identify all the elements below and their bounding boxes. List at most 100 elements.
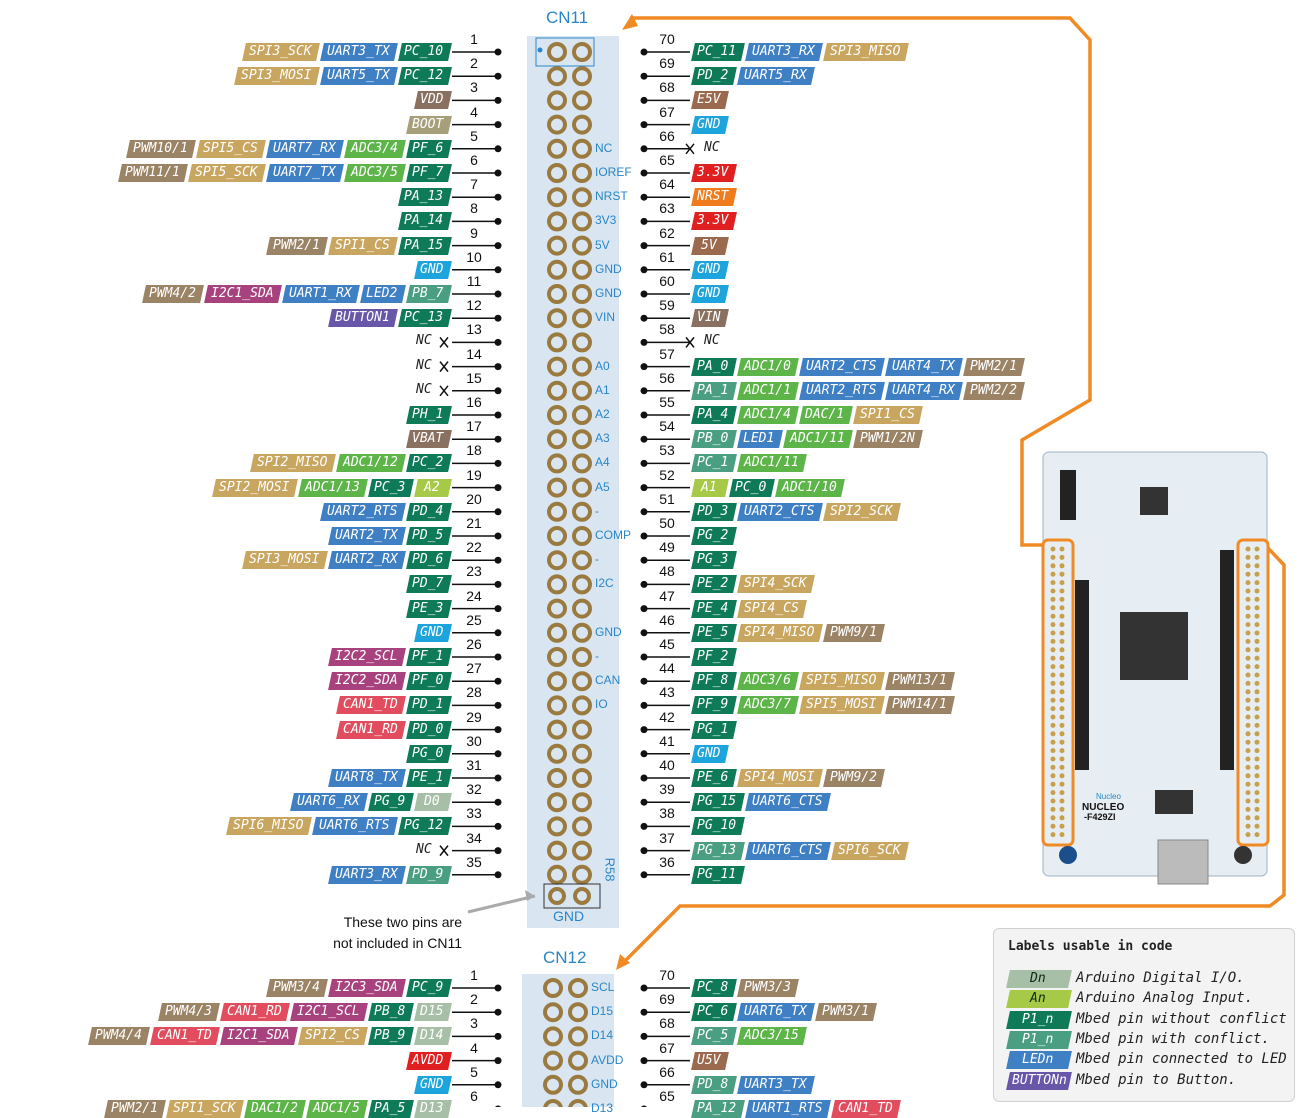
cn12-pin-number-left: 3: [470, 1015, 478, 1032]
cn12-silkscreen-label: D15: [591, 1004, 614, 1019]
cn12-silkscreen-label: SCL: [591, 980, 615, 994]
cn11-right-label: PWM13/1: [885, 672, 955, 691]
cn11-pad-left: [547, 598, 567, 619]
cn12-silkscreen-label: AVDD: [591, 1052, 624, 1067]
cn11-pin-number-right: 49: [659, 539, 675, 556]
cn11-pad-right: [572, 816, 592, 837]
cn11-right-label: ADC1/10: [775, 478, 845, 497]
board-pin: [1245, 764, 1251, 770]
cn12-header-strip: [522, 974, 614, 1107]
board-name: NUCLEO: [1082, 802, 1125, 813]
cn11-pin-number-right: 39: [659, 781, 675, 798]
legend-tag: P1_n: [1022, 1011, 1054, 1027]
cn11-left-label: I2C2_SCL: [328, 648, 406, 666]
cn11-right-label-text: PA_4: [697, 407, 729, 422]
board-pin: [1059, 790, 1065, 796]
board-pin: [1059, 748, 1065, 754]
cn11-right-dot: [640, 629, 648, 637]
note-arrow-head: [525, 890, 535, 901]
board-pin: [1254, 697, 1260, 703]
legend-tag: BUTTONn: [1012, 1072, 1067, 1088]
board-pin: [1050, 790, 1056, 796]
cn11-left-dot: [494, 314, 502, 322]
cn11-right-label-text: E5V: [697, 92, 721, 108]
note-line-2: not included in CN11: [333, 935, 462, 951]
cn12-left-label-text: SPI2_CS: [304, 1028, 360, 1044]
cn11-right-label-text: UART2_RTS: [805, 382, 877, 398]
cn12-left-label: PWM4/4: [88, 1027, 150, 1046]
cn11-right-label-text: GND: [697, 116, 721, 132]
cn12-pin-number-left: 2: [470, 991, 478, 1008]
cn11-right-label: PD_2: [691, 67, 737, 86]
board-cn12-highlight: [1236, 538, 1270, 847]
cn11-right-dot: [640, 484, 648, 492]
cn12-silkscreen-label: GND: [591, 1076, 618, 1091]
cn11-pad-right: [572, 743, 592, 764]
cn11-right-label-text: 5V: [701, 237, 717, 253]
cn12-left-label: PWM3/4: [266, 979, 328, 997]
cn11-left-dot: [494, 459, 502, 467]
cn11-right-label: ADC3/6: [737, 672, 799, 691]
excluded-pad-right: [573, 887, 591, 905]
cn11-right-label: A1: [691, 478, 729, 497]
cn11-pad-left: [547, 743, 567, 764]
board-pin: [1050, 655, 1056, 661]
cn11-right-dot: [640, 193, 648, 201]
cn11-pin-number-left: 10: [466, 248, 482, 265]
legend-tag: Dn: [1030, 971, 1046, 986]
cn11-right-label-text: PF_9: [697, 697, 729, 713]
legend-description: Arduino Analog Input.: [1076, 990, 1254, 1007]
board-pin: [1245, 638, 1251, 644]
cn11-right-label: PC_0: [729, 478, 775, 497]
cn11-pin-number-left: 19: [466, 466, 482, 483]
cn11-pad-left: [547, 235, 567, 256]
cn12-left-label-text: PC_9: [412, 980, 444, 995]
cn11-right-label-text: PA_0: [697, 358, 729, 374]
nc-cross-icon: [439, 336, 449, 348]
cn11-left-label: UART7_RX: [266, 139, 344, 158]
cn11-right-dot: [640, 169, 648, 177]
board-pin: [1245, 655, 1251, 661]
nc-cross-icon: [439, 845, 449, 857]
board-pin: [1059, 798, 1065, 804]
board-pin: [1245, 605, 1251, 611]
cn11-pad-left: [547, 114, 567, 135]
cn11-pin-number-right: 58: [659, 321, 675, 338]
cn12-pad-left: [543, 1050, 563, 1071]
board-pin: [1050, 672, 1056, 678]
user-button: [1059, 846, 1077, 864]
cn11-pin-number-right: 43: [659, 684, 675, 701]
cn12-right-label: PWM3/3: [737, 979, 799, 997]
cn11-left-label: PF_7: [406, 164, 452, 182]
cn11-pad-left: [547, 429, 567, 450]
cn11-right-label: PE_2: [691, 575, 737, 594]
cn12-right-label: PD_8: [691, 1075, 737, 1094]
cn11-right-label: UART3_RX: [745, 43, 823, 61]
cn11-left-label-text: PWM10/1: [132, 140, 188, 156]
cn11-right-label-text: PF_8: [697, 673, 729, 689]
cn12-right-label-text: PC_5: [697, 1028, 729, 1044]
board-pin: [1059, 563, 1065, 569]
cn11-right-label-text: A1: [701, 479, 717, 495]
cn11-left-dot: [494, 508, 502, 516]
cn11-pin-number-right: 55: [659, 394, 675, 410]
cn11-pin-number-right: 60: [659, 273, 675, 289]
cn11-left-label-text: PG_9: [374, 794, 406, 810]
board-pin: [1245, 697, 1251, 703]
legend-swatch: Dn: [1006, 970, 1072, 988]
cn11-pin-number-right: 52: [659, 466, 675, 483]
cn11-left-label-text: PC_13: [404, 310, 444, 326]
cn12-left-label: CAN1_TD: [150, 1027, 220, 1046]
cn12-right-label: ADC3/15: [737, 1027, 807, 1046]
cn11-right-label: PF_9: [691, 696, 737, 715]
cn11-left-label-text: BUTTON1: [334, 310, 390, 326]
cn11-silkscreen-label: A0: [595, 358, 610, 373]
cn11-pad-right: [572, 574, 592, 595]
cn11-left-label: PH_1: [406, 406, 452, 424]
cn12-title: CN12: [543, 948, 587, 967]
cn11-left-label: PF_6: [406, 139, 452, 158]
cn11-right-label: SPI2_SCK: [823, 502, 901, 521]
cn12-left-label-text: D14: [420, 1028, 444, 1044]
cn11-silkscreen-label: IOREF: [595, 165, 632, 179]
